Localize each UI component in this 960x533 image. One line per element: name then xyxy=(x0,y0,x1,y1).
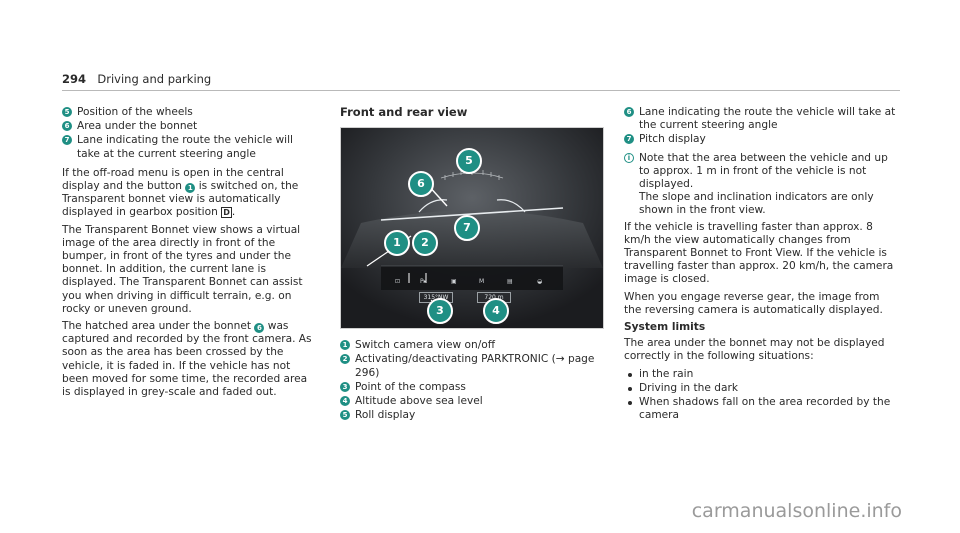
marker-camera-toggle: 1 xyxy=(384,230,410,257)
list-item: 6 Lane indicating the route the vehicle … xyxy=(624,106,900,132)
number-badge: 1 xyxy=(185,183,196,194)
item-text: Activating/deactivating PARKTRONIC (→ pa… xyxy=(355,353,595,379)
number-badge: 1 xyxy=(340,340,350,351)
item-text: Area under the bonnet xyxy=(77,120,198,133)
section-heading: System limits xyxy=(624,321,706,334)
marker-pitch-display: 7 xyxy=(454,215,480,242)
item-text: Altitude above sea level xyxy=(355,395,483,408)
section-heading: Front and rear view xyxy=(340,105,468,119)
number-badge: 7 xyxy=(62,135,72,146)
camera-view-figure: ⊡ P▸ ▣ M ▤ ◒ 315°NW 720 m 5 6 7 1 2 3 4 xyxy=(340,127,604,330)
list-item: 6 Area under the bonnet xyxy=(62,120,318,133)
list-item: 2 Activating/deactivating PARKTRONIC (→ … xyxy=(340,353,602,379)
item-text: Position of the wheels xyxy=(77,106,193,118)
item-text: Roll display xyxy=(355,409,416,422)
view-icon[interactable]: ▣ xyxy=(451,278,457,286)
paragraph-limits: The area under the bonnet may not be dis… xyxy=(624,337,885,363)
page-header: 294 Driving and parking xyxy=(62,72,212,87)
page-number: 294 xyxy=(62,72,87,86)
note-text-2: The slope and inclination indicators are… xyxy=(639,191,874,217)
parktronic-toggle-icon[interactable]: P▸ xyxy=(420,278,427,286)
item-text: Point of the compass xyxy=(355,380,466,393)
list-item: Driving in the dark xyxy=(624,382,900,395)
watermark: carmanualsonline.info xyxy=(691,499,902,522)
paragraph-hatched-area: The hatched area under the bonnet 6 was … xyxy=(62,320,312,399)
number-badge: 6 xyxy=(254,323,265,334)
list-item: 4 Altitude above sea level xyxy=(340,395,602,408)
header-rule xyxy=(62,90,900,91)
number-badge: 3 xyxy=(340,381,350,392)
menu-m-icon[interactable]: M xyxy=(479,278,485,286)
list-item: 5 Roll display xyxy=(340,409,602,422)
number-badge: 6 xyxy=(62,121,72,132)
number-badge: 5 xyxy=(340,410,350,421)
screen-icon[interactable]: ▤ xyxy=(507,278,513,286)
list-item: When shadows fall on the area recorded b… xyxy=(624,396,900,422)
list-item: 1 Switch camera view on/off xyxy=(340,339,602,352)
paragraph-reverse: When you engage reverse gear, the image … xyxy=(624,290,883,316)
list-item: 7 Lane indicating the route the vehicle … xyxy=(62,134,318,160)
vehicle-icon[interactable]: ◒ xyxy=(537,278,543,286)
number-badge: 6 xyxy=(624,107,634,117)
marker-altitude: 4 xyxy=(483,298,509,325)
column-left: 5 Position of the wheels 6 Area under th… xyxy=(62,106,318,403)
list-item: 3 Point of the compass xyxy=(340,381,602,394)
marker-roll-display: 5 xyxy=(456,148,482,175)
number-badge: 5 xyxy=(62,107,72,117)
item-text: Switch camera view on/off xyxy=(355,339,496,352)
list-item: 5 Position of the wheels xyxy=(62,106,318,119)
section-title: Driving and parking xyxy=(97,72,212,86)
column-middle: Front and rear view xyxy=(340,105,604,423)
item-text: Lane indicating the route the vehicle wi… xyxy=(639,106,896,132)
note-block: i Note that the area between the vehicle… xyxy=(624,152,900,218)
camera-toggle-icon[interactable]: ⊡ xyxy=(395,278,401,286)
number-badge: 7 xyxy=(624,134,634,145)
number-badge: 4 xyxy=(340,396,350,407)
marker-lane: 6 xyxy=(408,171,434,198)
column-right: 6 Lane indicating the route the vehicle … xyxy=(624,106,900,423)
list-item: 7 Pitch display xyxy=(624,133,900,146)
gear-d-symbol: D xyxy=(221,207,232,219)
note-text: Note that the area between the vehicle a… xyxy=(639,151,888,191)
info-icon: i xyxy=(624,152,634,163)
number-badge: 2 xyxy=(340,354,350,365)
item-text: Pitch display xyxy=(639,133,706,146)
paragraph-speed: If the vehicle is travelling faster than… xyxy=(624,220,894,286)
marker-compass: 3 xyxy=(427,298,453,325)
marker-parktronic: 2 xyxy=(412,230,438,257)
list-item: in the rain xyxy=(624,368,900,381)
paragraph-transparent-bonnet: The Transparent Bonnet view shows a virt… xyxy=(62,223,303,315)
item-text: Lane indicating the route the vehicle wi… xyxy=(77,134,293,160)
paragraph-offroad: If the off-road menu is open in the cent… xyxy=(62,166,299,219)
